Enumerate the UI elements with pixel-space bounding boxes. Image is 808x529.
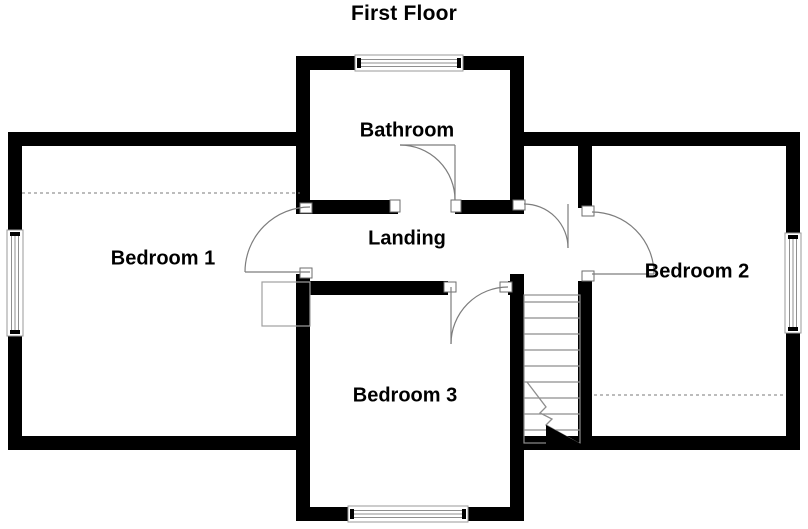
door-landing-right xyxy=(512,199,569,249)
room-label-bathroom: Bathroom xyxy=(360,119,454,141)
window-bedroom-2-right xyxy=(784,232,802,334)
room-label-bedroom-3: Bedroom 3 xyxy=(353,384,457,406)
door-bedroom-3 xyxy=(443,281,513,345)
wall-stair-partition xyxy=(578,281,592,450)
window-bathroom-top xyxy=(354,54,464,72)
room-label-bedroom-1: Bedroom 1 xyxy=(111,247,215,269)
opening-left-landing xyxy=(296,206,312,276)
window-bedroom-1-left xyxy=(6,229,24,337)
room-label-landing: Landing xyxy=(368,227,446,249)
eaves-layer xyxy=(22,192,786,396)
door-bathroom xyxy=(389,144,462,213)
wall-right-wing xyxy=(510,132,800,450)
doors-layer xyxy=(244,144,655,345)
fixtures-layer xyxy=(261,281,311,327)
wall-bedroom1-right-lower xyxy=(296,274,310,450)
room-labels-layer: Bedroom 1 Bathroom Landing Bedroom 2 Bed… xyxy=(111,119,749,406)
wall-bathroom-bottom-right xyxy=(455,200,524,214)
landing-floor xyxy=(296,200,524,295)
wall-bedroom1-right-upper xyxy=(296,132,310,208)
opening-right-landing xyxy=(508,206,526,276)
staircase xyxy=(523,294,592,450)
cupboard-bedroom-1 xyxy=(261,281,311,327)
wall-landing-alcove-right xyxy=(578,146,592,208)
door-bedroom-2 xyxy=(581,205,655,282)
window-bedroom-3-bottom xyxy=(347,505,469,523)
door-bedroom-1 xyxy=(244,202,313,279)
partitions-layer xyxy=(296,132,524,450)
room-label-bedroom-2: Bedroom 2 xyxy=(645,260,749,282)
wall-bedroom3-top-left xyxy=(296,281,448,295)
walls-layer xyxy=(8,56,800,521)
wall-bedroom2-left-upper xyxy=(510,132,524,208)
page-title: First Floor xyxy=(350,2,458,25)
stair-stringer xyxy=(546,425,592,450)
wall-bedroom2-left-lower xyxy=(510,274,524,450)
wall-left-wing xyxy=(8,132,310,450)
wall-bathroom-bottom-left xyxy=(296,200,398,214)
windows-layer xyxy=(6,54,802,523)
